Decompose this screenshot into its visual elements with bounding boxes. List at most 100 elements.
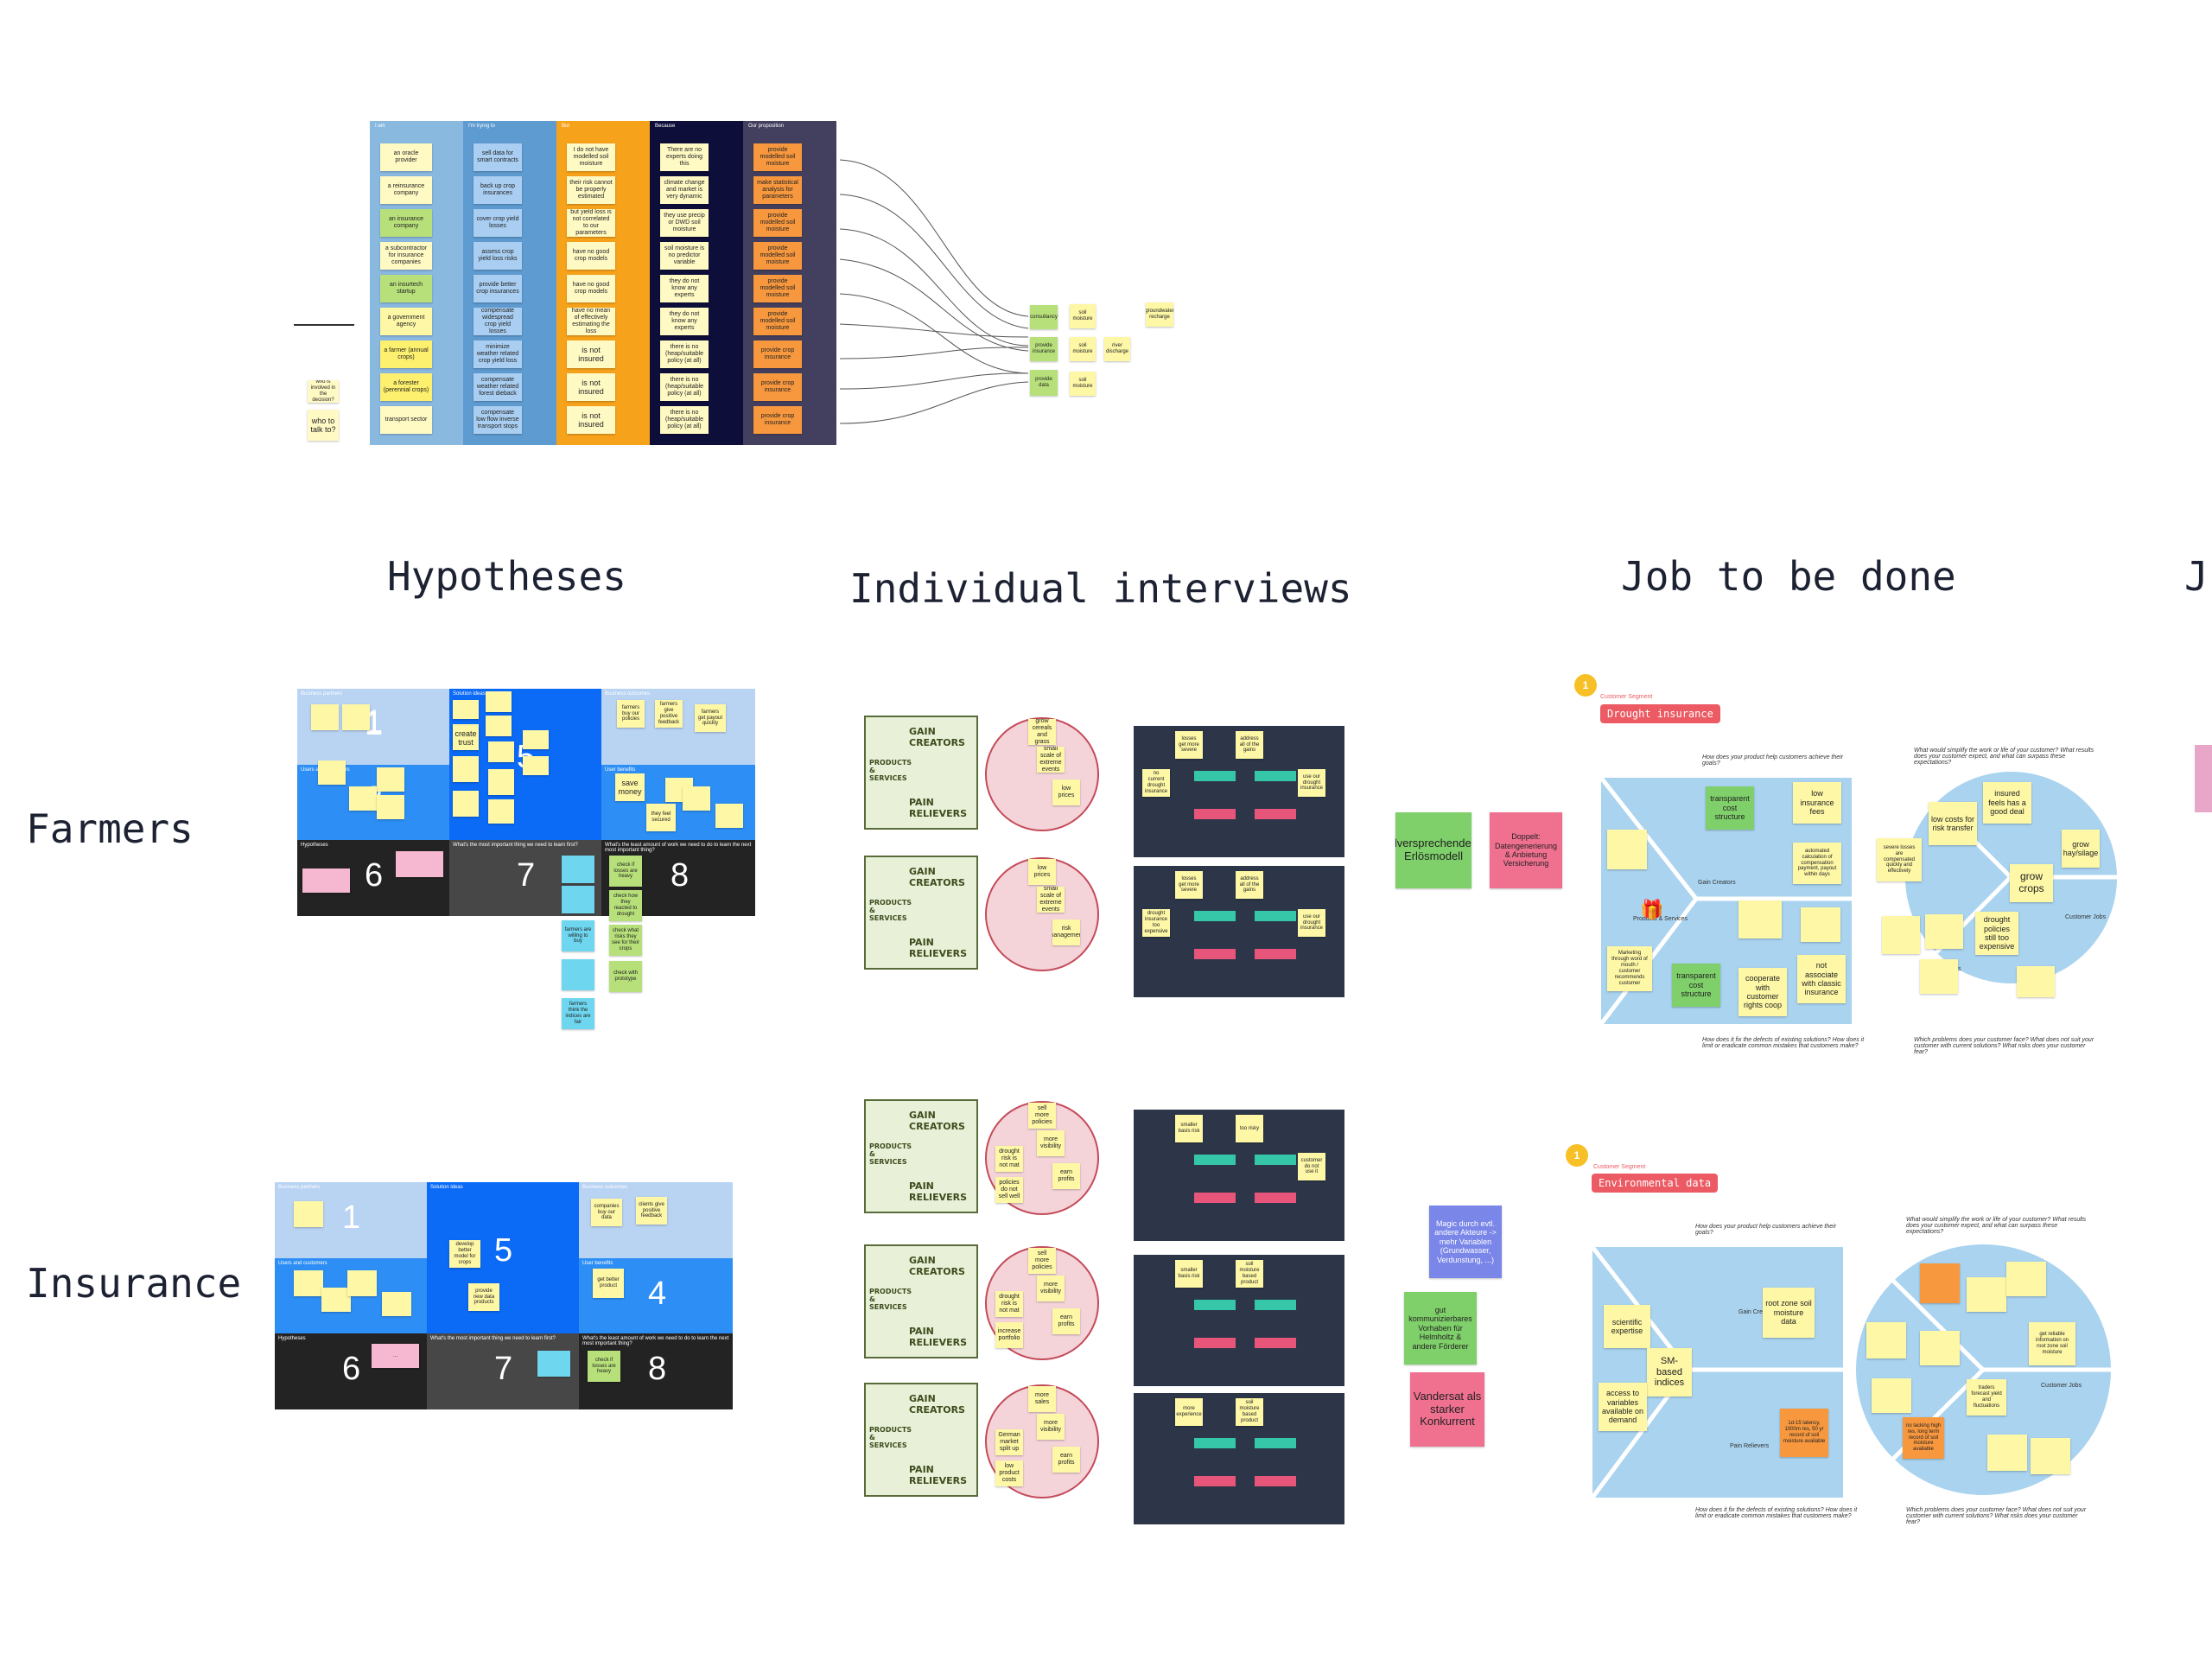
sticky-note[interactable]: a subcontractor for insurance companies	[380, 242, 432, 270]
sticky-note[interactable]	[349, 786, 377, 811]
sticky-note[interactable]: get reliable information on root zone so…	[2029, 1322, 2075, 1365]
sticky-note[interactable]: their risk cannot be properly estimated	[567, 176, 615, 204]
sticky-note[interactable]: vielversprechenderes Erlösmodell	[1395, 812, 1471, 888]
sticky-note[interactable]	[488, 799, 514, 824]
sticky-note[interactable]: not associate with classic insurance	[1797, 955, 1846, 1003]
sticky-note[interactable]: provide insurance	[1030, 337, 1058, 361]
sticky-note[interactable]: address all of the gains	[1236, 731, 1263, 759]
partial-sticky-note[interactable]	[2195, 745, 2212, 812]
sticky-note[interactable]: more experience	[1175, 1398, 1203, 1426]
sticky-note[interactable]	[1920, 1263, 1960, 1303]
sticky-note[interactable]	[1920, 1331, 1960, 1365]
sticky-note[interactable]: low prices	[1052, 779, 1080, 805]
sticky-note[interactable]: they feel secured	[646, 804, 676, 831]
sticky-note[interactable]: river discharge	[1104, 337, 1130, 361]
sticky-note[interactable]: there is no (heap/suitable policy (at al…	[660, 373, 709, 401]
sticky-note[interactable]: smaller basis risk	[1175, 1260, 1203, 1288]
sticky-note[interactable]: root zone soil moisture data	[1763, 1288, 1815, 1338]
sticky-note[interactable]	[486, 691, 512, 712]
sticky-note[interactable]	[1607, 830, 1647, 869]
sticky-note[interactable]: grow crops	[2010, 864, 2053, 902]
sticky-note[interactable]: farmers are willing to buy	[562, 920, 594, 951]
sticky-note[interactable]: soil moisture	[1070, 304, 1096, 328]
sticky-note[interactable]	[1967, 1277, 2006, 1312]
sticky-note[interactable]: provide crop insurance	[753, 340, 802, 368]
sticky-note[interactable]	[382, 1292, 411, 1316]
sticky-note[interactable]: soil moisture based product	[1236, 1398, 1263, 1426]
sticky-note[interactable]: compensate low flow inverse transport st…	[474, 406, 522, 434]
sticky-note[interactable]: is not insured	[567, 406, 615, 434]
sticky-note[interactable]	[453, 700, 479, 719]
sticky-note[interactable]: access to variables available on demand	[1599, 1383, 1647, 1431]
sticky-note[interactable]	[562, 856, 594, 883]
sticky-note[interactable]: drought risk is not mat	[995, 1146, 1023, 1172]
sticky-note[interactable]	[302, 868, 350, 893]
sticky-note[interactable]: make statistical analysis for parameters	[753, 176, 802, 204]
sticky-note[interactable]	[683, 786, 710, 811]
sticky-note[interactable]: drought risk is not mat	[995, 1291, 1023, 1317]
sticky-note[interactable]	[562, 959, 594, 990]
sticky-note[interactable]	[523, 756, 549, 775]
sticky-note[interactable]	[1987, 1435, 2027, 1471]
sticky-note[interactable]: Marketing through word of mouth / custom…	[1607, 946, 1652, 991]
sticky-note[interactable]: clients give positive feedback	[636, 1197, 667, 1225]
sticky-note[interactable]	[1925, 914, 1963, 949]
sticky-note[interactable]: increase portfolio	[995, 1322, 1023, 1348]
sticky-note[interactable]: but yield loss is not correlated to our …	[567, 209, 615, 237]
sticky-note[interactable]	[537, 1351, 570, 1377]
sticky-note[interactable]: earn profits	[1052, 1163, 1080, 1189]
sticky-note[interactable]	[1738, 900, 1782, 938]
sticky-note[interactable]: an insurtech startup	[380, 275, 432, 302]
sticky-note[interactable]: provide crop insurance	[753, 373, 802, 401]
sticky-note[interactable]: create trust	[453, 726, 479, 750]
segment-tag[interactable]: Drought insurance	[1600, 704, 1720, 723]
sticky-note[interactable]: automated calculation of compensation pa…	[1793, 843, 1841, 884]
sticky-note[interactable]: is not insured	[567, 340, 615, 368]
sticky-note[interactable]	[1866, 1322, 1906, 1358]
sticky-note[interactable]	[321, 1288, 351, 1312]
sticky-note[interactable]: back up crop insurances	[474, 176, 522, 204]
sticky-note[interactable]: low insurance fees	[1793, 782, 1841, 824]
sticky-note[interactable]: check what risks they see for their crop…	[609, 925, 642, 956]
sticky-note[interactable]: small scale of extreme events	[1037, 887, 1065, 913]
sticky-note[interactable]: scientific expertise	[1604, 1305, 1650, 1348]
sticky-note[interactable]: provide modelled soil moisture	[753, 308, 802, 335]
sticky-note[interactable]	[1872, 1378, 1911, 1413]
sticky-note[interactable]	[1920, 959, 1958, 994]
sticky-note[interactable]	[488, 741, 514, 762]
sticky-note[interactable]: climate change and market is very dynami…	[660, 176, 709, 204]
sticky-note[interactable]: have no good crop models	[567, 242, 615, 270]
sticky-note[interactable]	[2017, 966, 2055, 997]
sticky-note[interactable]: soil moisture is no predictor variable	[660, 242, 709, 270]
sticky-note[interactable]: too risky	[1236, 1115, 1263, 1142]
sticky-note[interactable]: transport sector	[380, 406, 432, 434]
sticky-note[interactable]: insured feels has a good deal	[1983, 782, 2031, 824]
sticky-note[interactable]: sell more policies	[1028, 1103, 1056, 1129]
sticky-note[interactable]: Vandersat als starker Konkurrent	[1410, 1372, 1484, 1447]
sticky-note[interactable]: who is involved in the decision?	[308, 380, 339, 403]
sticky-note[interactable]: farmers buy our policies	[617, 700, 645, 728]
sticky-note[interactable]: provide better crop insurances	[474, 275, 522, 302]
sticky-note[interactable]: provide new data products	[468, 1283, 499, 1311]
sticky-note[interactable]: SM-based indices	[1647, 1348, 1692, 1397]
sticky-note[interactable]	[318, 760, 346, 785]
sticky-note[interactable]: provide modelled soil moisture	[753, 143, 802, 171]
sticky-note[interactable]: provide modelled soil moisture	[753, 242, 802, 270]
sticky-note[interactable]	[377, 795, 404, 819]
sticky-note[interactable]	[311, 704, 339, 730]
sticky-note[interactable]: grow hay/silage	[2062, 830, 2100, 868]
sticky-note[interactable]	[2006, 1262, 2046, 1296]
sticky-note[interactable]: drought policies still too expensive	[1975, 912, 2018, 955]
sticky-note[interactable]: check with prototype	[609, 961, 642, 992]
sticky-note[interactable]	[488, 769, 514, 795]
sticky-note[interactable]	[1801, 907, 1840, 942]
sticky-note[interactable]: address all of the gains	[1236, 871, 1263, 899]
sticky-note[interactable]: Doppelt: Datengenerierung & Anbietung Ve…	[1490, 812, 1562, 888]
sticky-note[interactable]	[377, 767, 404, 792]
sticky-note[interactable]: is not insured	[567, 373, 615, 401]
sticky-note[interactable]: they use precip or DWD soil moisture	[660, 209, 709, 237]
sticky-note[interactable]: they do not know any experts	[660, 308, 709, 335]
sticky-note[interactable]: customer do not use it	[1298, 1153, 1325, 1180]
sticky-note[interactable]	[453, 791, 479, 817]
sticky-note[interactable]: get better product	[593, 1269, 624, 1298]
